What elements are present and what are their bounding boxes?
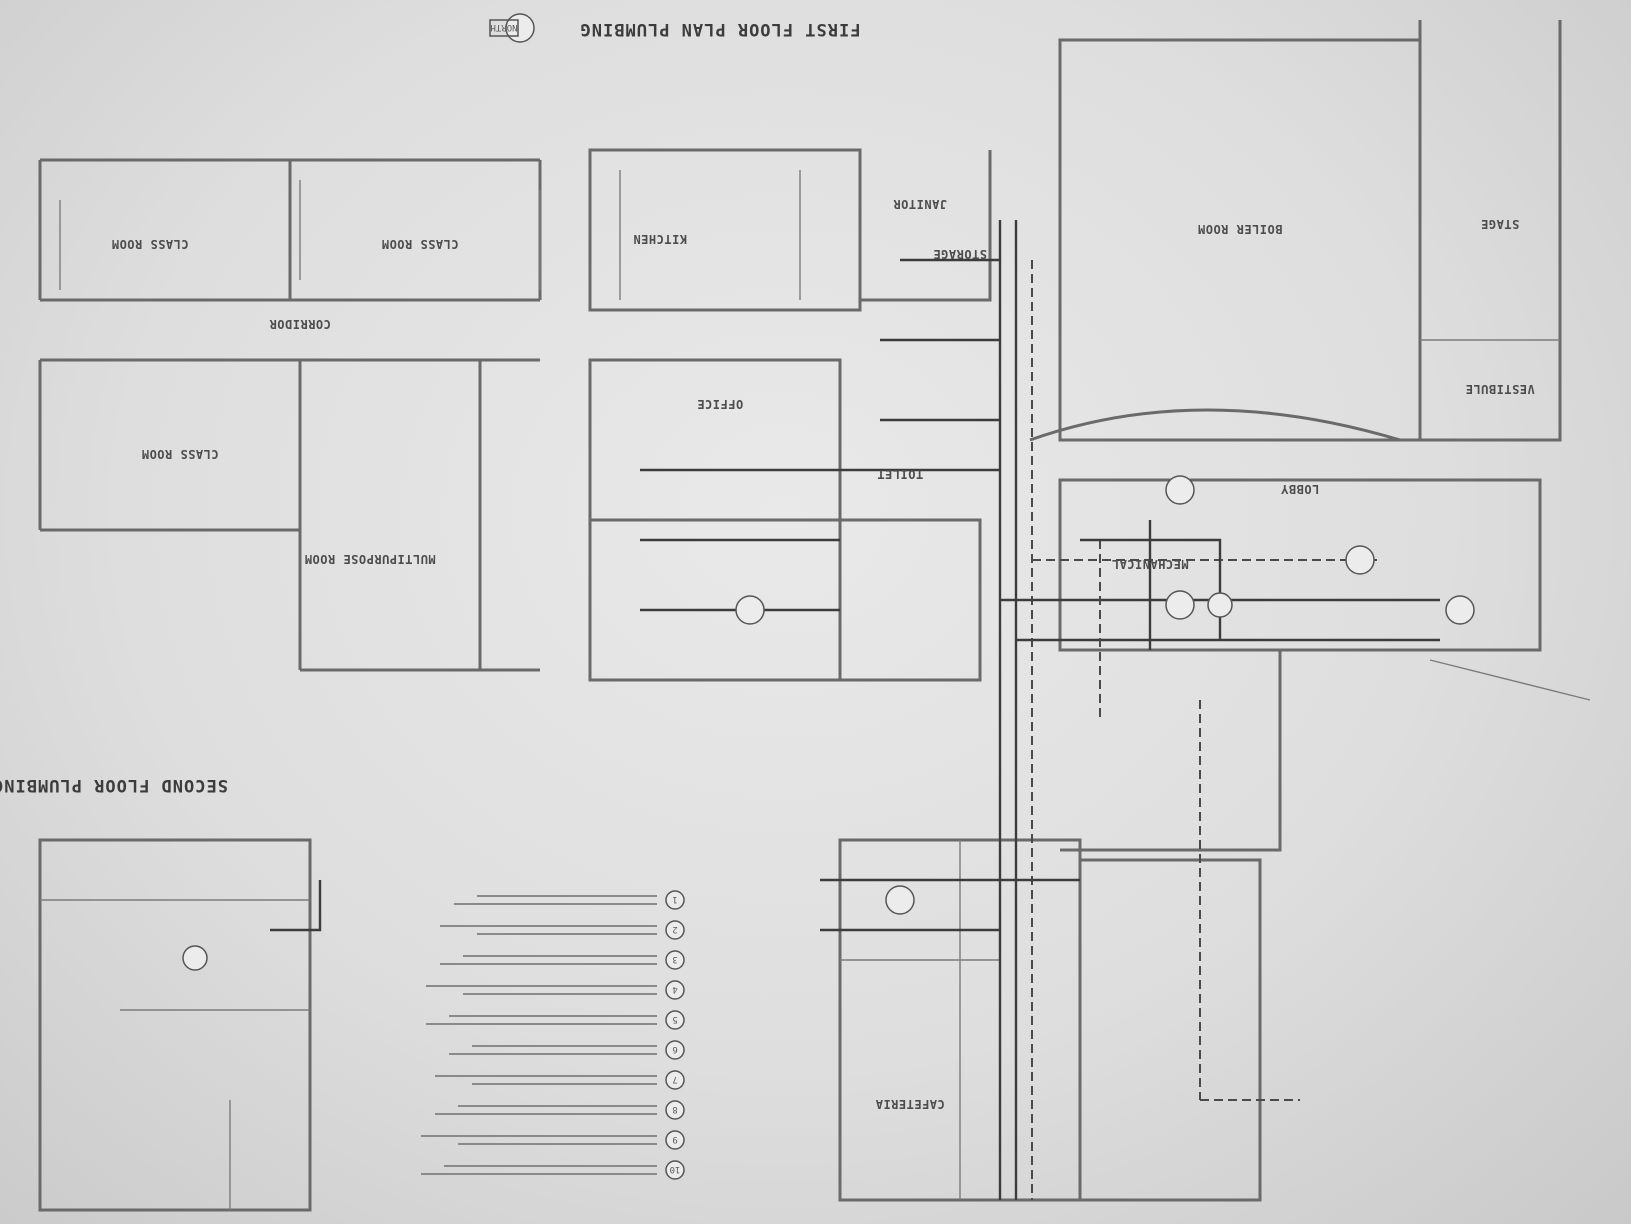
room-label: LOBBY xyxy=(1280,482,1319,496)
room-label: KITCHEN xyxy=(633,232,687,246)
title-block: FIRST FLOOR PLAN PLUMBING NORTH xyxy=(489,13,861,43)
north-label: NORTH xyxy=(490,22,517,32)
keynote-bubble xyxy=(665,980,685,1000)
room-label: OFFICE xyxy=(697,397,743,411)
keynote-number: 10 xyxy=(670,1164,681,1174)
room-label: STORAGE xyxy=(933,247,987,261)
keynote-number: 3 xyxy=(672,954,677,964)
keynote-bubble xyxy=(665,920,685,940)
equipment-symbols xyxy=(182,475,1475,971)
room-label: VESTIBULE xyxy=(1465,382,1535,396)
room-label: CORRIDOR xyxy=(269,317,331,331)
room-label: MECHANICAL xyxy=(1111,557,1188,571)
keynote-bubble xyxy=(665,890,685,910)
keynote-number: 5 xyxy=(672,1014,677,1024)
keynote-number: 2 xyxy=(672,924,677,934)
keynote-number: 8 xyxy=(672,1104,677,1114)
keynote-number: 6 xyxy=(672,1044,677,1054)
keynote-bubble xyxy=(665,1160,685,1180)
room-label: CAFETERIA xyxy=(875,1097,945,1111)
room-label: TOILET xyxy=(877,467,923,481)
room-label: MULTIPURPOSE ROOM xyxy=(304,552,435,566)
keynote-bubble xyxy=(665,1100,685,1120)
north-arrow: NORTH xyxy=(489,13,535,43)
room-label: CLASS ROOM xyxy=(111,237,188,251)
plumbing-lines xyxy=(270,220,1591,1200)
keynote-number: 4 xyxy=(672,984,677,994)
drawing-title: FIRST FLOOR PLAN PLUMBING xyxy=(580,19,861,39)
room-label: CLASS ROOM xyxy=(381,237,458,251)
keynote-bubble xyxy=(665,1130,685,1150)
room-label: CLASS ROOM xyxy=(141,447,218,461)
keynote-bubble xyxy=(665,1070,685,1090)
second-floor-title: SECOND FLOOR PLUMBING xyxy=(0,775,228,795)
keynote-number: 7 xyxy=(672,1074,677,1084)
west-wing-walls xyxy=(38,148,992,682)
keynote-bubble xyxy=(665,1010,685,1030)
room-label: STAGE xyxy=(1481,217,1520,231)
keynote-number: 9 xyxy=(672,1134,677,1144)
room-label: JANITOR xyxy=(893,197,947,211)
second-floor-walls: SECOND FLOOR PLUMBING xyxy=(0,775,312,1212)
keynote-bubble xyxy=(665,950,685,970)
room-labels: CORRIDOR STORAGE BOILER ROOM KITCHEN TOI… xyxy=(111,197,1534,1111)
keynote-number: 1 xyxy=(672,894,677,904)
room-label: BOILER ROOM xyxy=(1198,222,1283,236)
keynote-bubble xyxy=(665,1040,685,1060)
keynote-legend: 1 2 3 4 5 6 7 8 9 10 xyxy=(421,890,685,1180)
